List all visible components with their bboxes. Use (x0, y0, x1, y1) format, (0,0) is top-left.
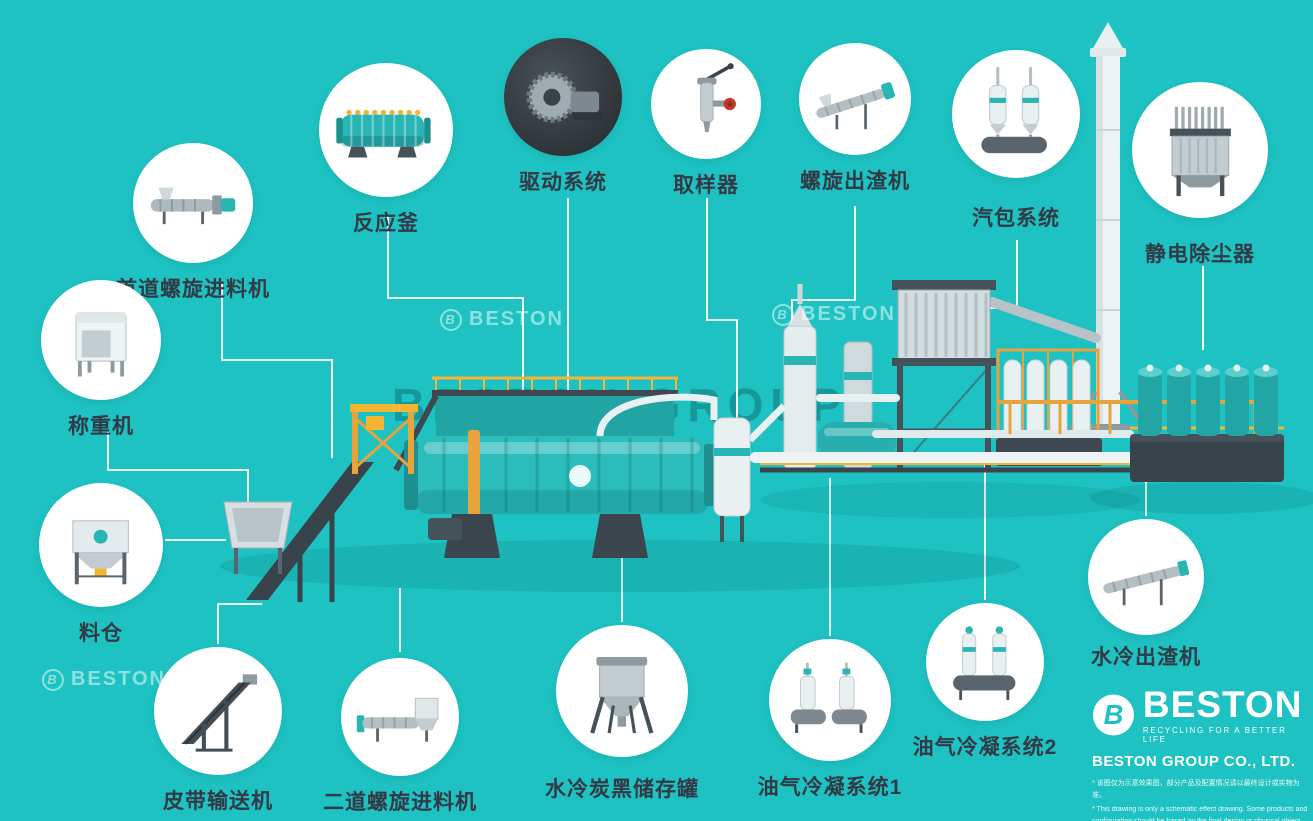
belt-conveyor-icon (181, 674, 257, 752)
first-screw-feeder-bubble (133, 143, 253, 263)
brand-block: B BESTON RECYCLING FOR A BETTER LIFE BES… (1092, 686, 1310, 821)
condenser-bank (996, 348, 1102, 466)
company-name: BESTON GROUP CO., LTD. (1092, 753, 1296, 770)
watermark-text: BESTON (801, 303, 896, 325)
steam-drum-system-label: 汽包系统 (972, 207, 1060, 230)
component-oil-condensing-system-2: 油气冷凝系统2 (913, 603, 1056, 761)
belt-conveyor-bubble (154, 647, 282, 775)
right-tank-platform (1130, 364, 1284, 482)
component-belt-conveyor: 皮带输送机 (154, 647, 282, 815)
water-slag-bubble (1088, 519, 1204, 635)
water-cooled-slag-discharger-icon (1102, 559, 1189, 605)
drive-system-icon (526, 71, 603, 123)
component-drive-system: 驱动系统 (504, 38, 622, 196)
component-first-screw-feeder: 首道螺旋进料机 (116, 143, 269, 303)
material-bin-label: 料仓 (79, 622, 123, 645)
oil-condensing-1-bubble (769, 639, 891, 761)
screw-slag-discharger-icon (816, 82, 896, 130)
component-electrostatic-precipitator: 静电除尘器 (1132, 82, 1268, 268)
leader-weighing (107, 432, 249, 508)
carbon-black-storage-tank-label: 水冷炭黑储存罐 (545, 778, 699, 801)
watermark-text: BESTON (469, 308, 564, 330)
component-second-screw-feeder: 二道螺旋进料机 (323, 658, 476, 816)
watermark-small-3: B BESTON (42, 668, 166, 691)
oil-condensing-system-1-label: 油气冷凝系统1 (757, 776, 903, 799)
watermark-small-2: B BESTON (772, 303, 896, 326)
reactor-drum (404, 430, 716, 558)
first-screw-feeder-label: 首道螺旋进料机 (116, 278, 270, 301)
screw-slag-discharger-label: 螺旋出渣机 (800, 170, 910, 193)
second-screw-feeder-label: 二道螺旋进料机 (323, 791, 477, 814)
pipes-top (596, 393, 787, 443)
belt-conveyor-label: 皮带输送机 (163, 790, 273, 813)
machine-illustration (220, 22, 1313, 602)
leader-belt-conveyor (217, 603, 262, 644)
pipes-main (750, 430, 1138, 463)
walkway (760, 463, 1130, 473)
chimney (1068, 22, 1148, 438)
second-screw-feeder-icon (356, 697, 439, 742)
first-screw-feeder-icon (150, 187, 236, 225)
watermark-badge-icon: B (42, 668, 64, 691)
component-steam-drum-system: 汽包系统 (952, 50, 1080, 232)
weighing-machine-label: 称重机 (68, 415, 134, 438)
material-bin-icon (72, 520, 130, 585)
steam-drum-bubble (952, 50, 1080, 178)
screw-slag-discharger-bubble (799, 43, 911, 155)
watermark-badge-icon: B (440, 308, 462, 331)
disclaimer-zh: * 该图仅为示意效果图，部分产品及配置情况请以最终设计或实物为准。 (1092, 780, 1300, 799)
component-screw-slag-discharger: 螺旋出渣机 (799, 43, 911, 195)
second-screw-feeder-bubble (341, 658, 459, 776)
reactor-bubble (319, 63, 453, 197)
reactor-icon (336, 110, 432, 158)
ground-shadows (220, 482, 1313, 592)
watermark-small-1: B BESTON (440, 308, 564, 331)
water-cooled-slag-discharger-label: 水冷出渣机 (1091, 646, 1201, 669)
component-material-bin: 料仓 (39, 483, 163, 647)
oil-condensing-system-2-icon (952, 626, 1016, 700)
oil-condensing-system-1-icon (790, 662, 868, 734)
sampler-label: 取样器 (673, 174, 739, 197)
component-water-cooled-slag-discharger: 水冷出渣机 (1088, 519, 1204, 671)
leader-first-screw-feeder (221, 282, 333, 458)
material-bin-bubble (39, 483, 163, 607)
component-oil-condensing-system-1: 油气冷凝系统1 (758, 639, 901, 801)
oil-condensing-system-2-label: 油气冷凝系统2 (912, 736, 1058, 759)
drive-system-label: 驱动系统 (519, 171, 607, 194)
watermark-text: BESTON (71, 668, 166, 690)
sampler-bubble (651, 49, 761, 159)
svg-text:B: B (1104, 699, 1124, 730)
drive-system-bubble (504, 38, 622, 156)
beston-logo-icon: B (1092, 694, 1134, 736)
electrostatic-precipitator-icon (1169, 106, 1231, 196)
component-carbon-black-storage-tank: 水冷炭黑储存罐 (545, 625, 698, 803)
esp-bubble (1132, 82, 1268, 218)
weighing-machine-icon (75, 312, 127, 377)
weighing-machine-bubble (41, 280, 161, 400)
component-sampler: 取样器 (651, 49, 761, 199)
reactor-label: 反应釜 (353, 212, 419, 235)
carbon-black-tank-bubble (556, 625, 688, 757)
leader-sampler (706, 198, 738, 428)
electrostatic-precipitator-label: 静电除尘器 (1145, 243, 1255, 266)
watermark-badge-icon: B (772, 303, 794, 326)
end-tank (713, 417, 751, 542)
feed-section (223, 404, 418, 602)
leader-lines (107, 198, 1204, 652)
leader-reactor (387, 216, 524, 430)
oil-condensing-2-bubble (926, 603, 1044, 721)
logo-row: B BESTON RECYCLING FOR A BETTER LIFE (1092, 686, 1310, 744)
carbon-black-storage-tank-icon (590, 657, 654, 734)
brand-tagline: RECYCLING FOR A BETTER LIFE (1142, 726, 1287, 744)
brand-name: BESTON (1142, 684, 1303, 725)
boiler-frame (892, 280, 996, 470)
flue-duct (987, 297, 1101, 343)
sampler-icon (697, 63, 736, 133)
component-reactor: 反应釜 (319, 63, 453, 237)
component-weighing-machine: 称重机 (41, 280, 161, 440)
disclaimer-en: * This drawing is only a schematic effec… (1092, 805, 1308, 821)
steam-drum-system-icon (981, 66, 1047, 153)
teal-tanks (1138, 364, 1278, 436)
